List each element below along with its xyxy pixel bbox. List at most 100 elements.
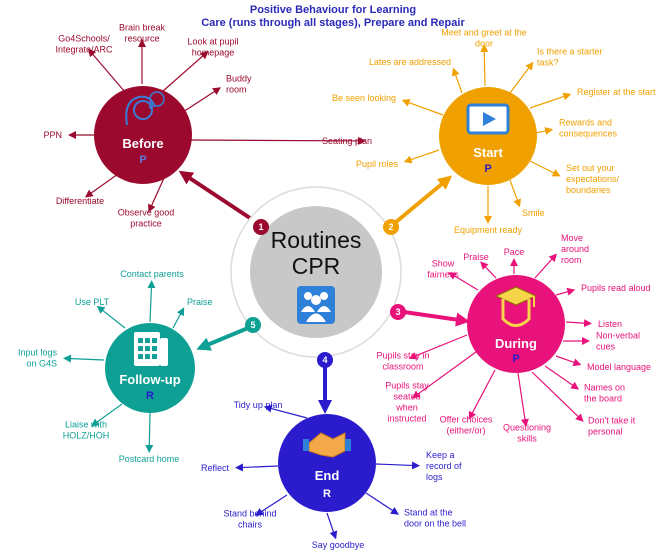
- play-button-icon: [466, 103, 510, 135]
- during-title: During: [495, 336, 537, 351]
- during-item: Offer choices(either/or): [440, 415, 493, 436]
- thinking-head-icon: [125, 91, 165, 126]
- badge-circle: [253, 219, 269, 235]
- end-circle: [278, 414, 376, 512]
- phone-icon: [134, 332, 168, 366]
- item-arrow: [365, 492, 399, 515]
- item-arrow: [480, 261, 497, 279]
- before-circle: [94, 86, 192, 184]
- connector-followup: [196, 326, 249, 351]
- graduate-face-icon: [494, 286, 538, 327]
- item-arrow: [182, 87, 221, 113]
- during-item: Praise: [463, 252, 489, 262]
- item-arrow: [87, 48, 126, 93]
- start-circle: [439, 87, 537, 185]
- item-arrow: [145, 412, 154, 454]
- followup-item: Use PLT: [75, 297, 110, 307]
- start-title: Start: [473, 145, 503, 160]
- during-stage-letter: P: [512, 353, 519, 365]
- item-arrow: [468, 369, 496, 420]
- item-arrow: [555, 287, 576, 296]
- item-arrow: [263, 404, 308, 419]
- badge-circle: [245, 317, 261, 333]
- item-arrow: [534, 253, 557, 279]
- before-item: Seating plan: [322, 136, 372, 146]
- node-followup: Follow-upR: [105, 323, 195, 413]
- hub-title-line1: Routines: [271, 227, 362, 253]
- badge-circle: [390, 304, 406, 320]
- during-item: Model language: [587, 362, 651, 372]
- badge-end: 4: [317, 352, 333, 368]
- item-arrow: [326, 512, 338, 540]
- item-arrow: [448, 272, 479, 291]
- item-arrow: [529, 92, 572, 109]
- item-arrow: [172, 307, 185, 329]
- followup-circle: [105, 323, 195, 413]
- page-title: Positive Behaviour for Learning: [250, 4, 416, 16]
- item-arrow: [96, 305, 126, 329]
- before-title: Before: [122, 136, 163, 151]
- before-item: PPN: [43, 130, 62, 140]
- item-arrow: [90, 403, 123, 427]
- start-item: Equipment ready: [454, 225, 523, 235]
- connectors: [62, 39, 593, 540]
- start-item: Register at the start: [577, 87, 656, 97]
- connector-start: [394, 175, 453, 224]
- followup-item: Contact parents: [120, 269, 184, 279]
- item-arrow: [565, 319, 593, 328]
- item-arrow: [408, 334, 468, 360]
- before-item: Go4Schools/Integrate/ARC: [55, 34, 113, 55]
- handshake-icon: [303, 432, 351, 458]
- before-item: Differentiate: [56, 196, 104, 206]
- end-stage-letter: R: [323, 488, 331, 500]
- connector-during: [403, 310, 470, 327]
- during-item: Listen: [598, 319, 622, 329]
- badge-before: 1: [253, 219, 269, 235]
- item-arrow: [517, 372, 529, 428]
- item-arrow: [147, 279, 156, 323]
- item-arrow: [234, 463, 279, 472]
- page-subtitle: Care (runs through all stages), Prepare …: [201, 17, 465, 29]
- badge-number: 2: [388, 222, 393, 232]
- badge-number: 5: [250, 320, 255, 330]
- item-arrow: [535, 127, 554, 135]
- hub-circle: [250, 206, 382, 338]
- item-arrow: [509, 179, 521, 208]
- item-arrow: [555, 355, 582, 367]
- followup-item: Praise: [187, 297, 213, 307]
- item-arrow: [480, 43, 489, 87]
- followup-stage-letter: R: [146, 390, 154, 402]
- start-item: Smile: [522, 208, 545, 218]
- item-arrow: [527, 159, 561, 177]
- start-stage-letter: P: [484, 163, 491, 175]
- item-arrow: [255, 494, 288, 516]
- badge-start: 2: [383, 219, 399, 235]
- badge-circle: [317, 352, 333, 368]
- item-arrow: [403, 149, 440, 164]
- badge-during: 3: [390, 304, 406, 320]
- item-arrow: [451, 67, 463, 94]
- item-arrow: [148, 177, 165, 213]
